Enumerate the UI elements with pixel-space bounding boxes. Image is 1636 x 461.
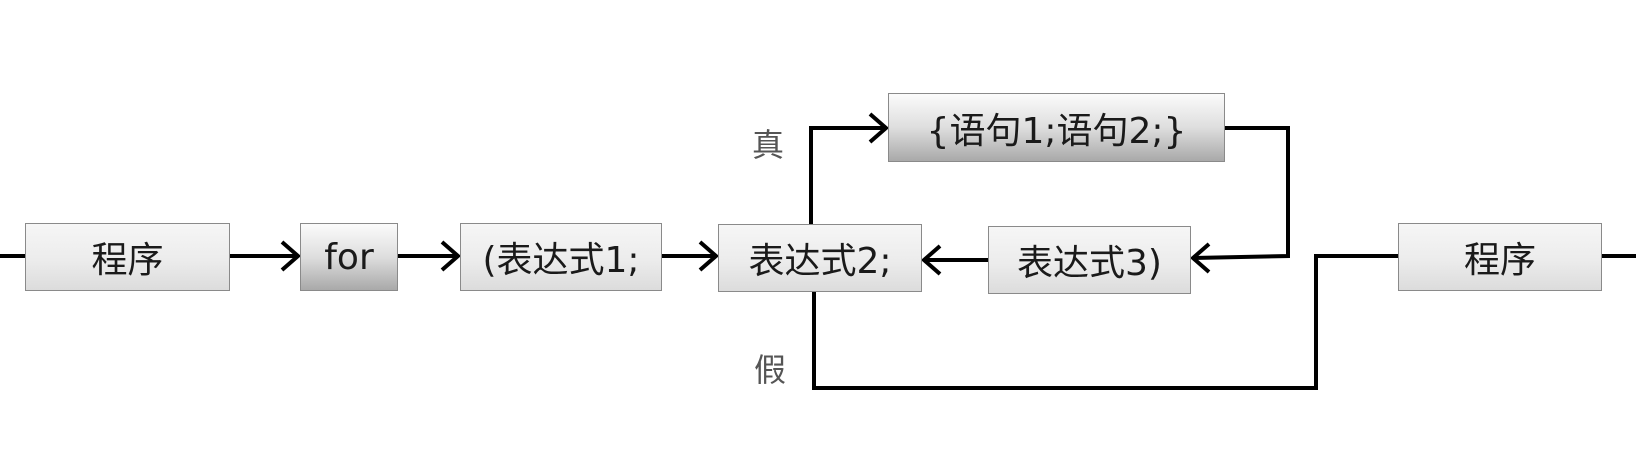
start-program-node: 程序 bbox=[25, 223, 230, 291]
arrowhead-expr1 bbox=[440, 240, 462, 272]
true-branch-label: 真 bbox=[752, 126, 785, 164]
edge-body-to-expr3 bbox=[1192, 126, 1290, 260]
expression1-node: (表达式1; bbox=[460, 223, 662, 291]
expression3-node: 表达式3) bbox=[988, 226, 1191, 294]
edge-true-branch bbox=[809, 126, 886, 224]
arrowhead-expr2 bbox=[698, 240, 720, 272]
for-keyword-node: for bbox=[300, 223, 398, 291]
start-program-label: 程序 bbox=[91, 240, 164, 281]
for-keyword-label: for bbox=[324, 236, 374, 278]
expression2-node: 表达式2; bbox=[718, 224, 922, 292]
end-program-node: 程序 bbox=[1398, 223, 1602, 291]
arrowhead-for bbox=[280, 240, 302, 272]
expression2-label: 表达式2; bbox=[748, 241, 892, 282]
expression3-label: 表达式3) bbox=[1017, 243, 1162, 284]
arrowhead-back-expr2 bbox=[920, 244, 942, 276]
expression1-label: (表达式1; bbox=[482, 240, 640, 281]
loop-body-node: {语句1;语句2;} bbox=[888, 93, 1225, 162]
loop-body-label: {语句1;语句2;} bbox=[926, 110, 1187, 152]
edge-false-branch bbox=[812, 254, 1398, 390]
end-program-label: 程序 bbox=[1463, 240, 1536, 281]
arrowhead-body bbox=[868, 112, 890, 144]
arrowhead-expr3 bbox=[1189, 242, 1211, 274]
false-branch-label: 假 bbox=[754, 351, 787, 389]
